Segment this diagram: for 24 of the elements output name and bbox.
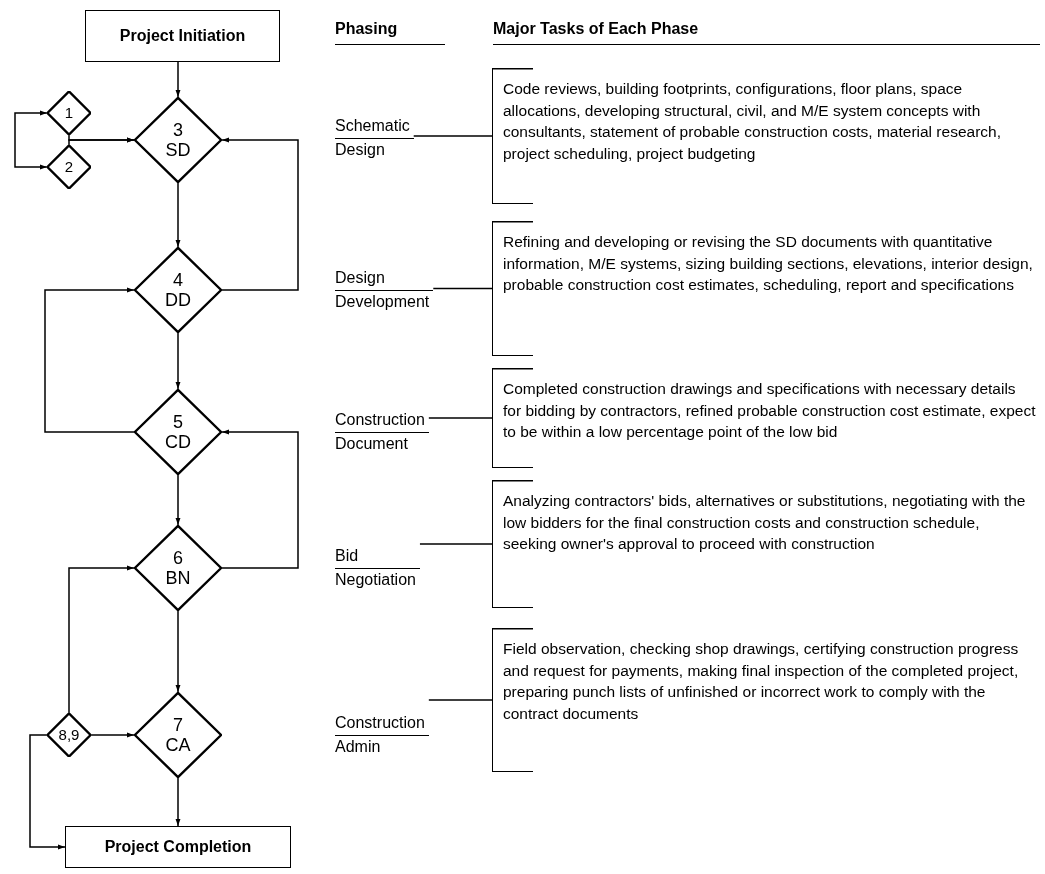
connector-line (419, 543, 493, 545)
arrow (90, 732, 135, 738)
arrow (175, 182, 181, 248)
arrow (68, 565, 135, 714)
connector-line (428, 699, 493, 701)
terminal-box: Project Initiation (85, 10, 280, 62)
arrow (29, 734, 66, 850)
arrow (221, 429, 299, 569)
arrow (221, 137, 299, 291)
column-heading: Phasing (335, 20, 445, 45)
terminal-box: Project Completion (65, 826, 291, 868)
task-bracket: Completed construction drawings and specifications with necessary details for bidding by contractors, refined probable construction cost estimate, expect to be within a low percentage point of the low bid (492, 368, 1037, 468)
arrow (175, 474, 181, 526)
arrow (14, 110, 48, 170)
arrow (175, 332, 181, 390)
arrow (68, 137, 135, 146)
arrow (44, 287, 135, 433)
connector-line (412, 135, 493, 137)
column-heading: Major Tasks of Each Phase (493, 20, 1040, 45)
arrow (175, 61, 181, 98)
connector-line (428, 417, 493, 419)
arrow (175, 610, 181, 693)
connector-line (432, 287, 493, 290)
arrow (175, 777, 181, 827)
